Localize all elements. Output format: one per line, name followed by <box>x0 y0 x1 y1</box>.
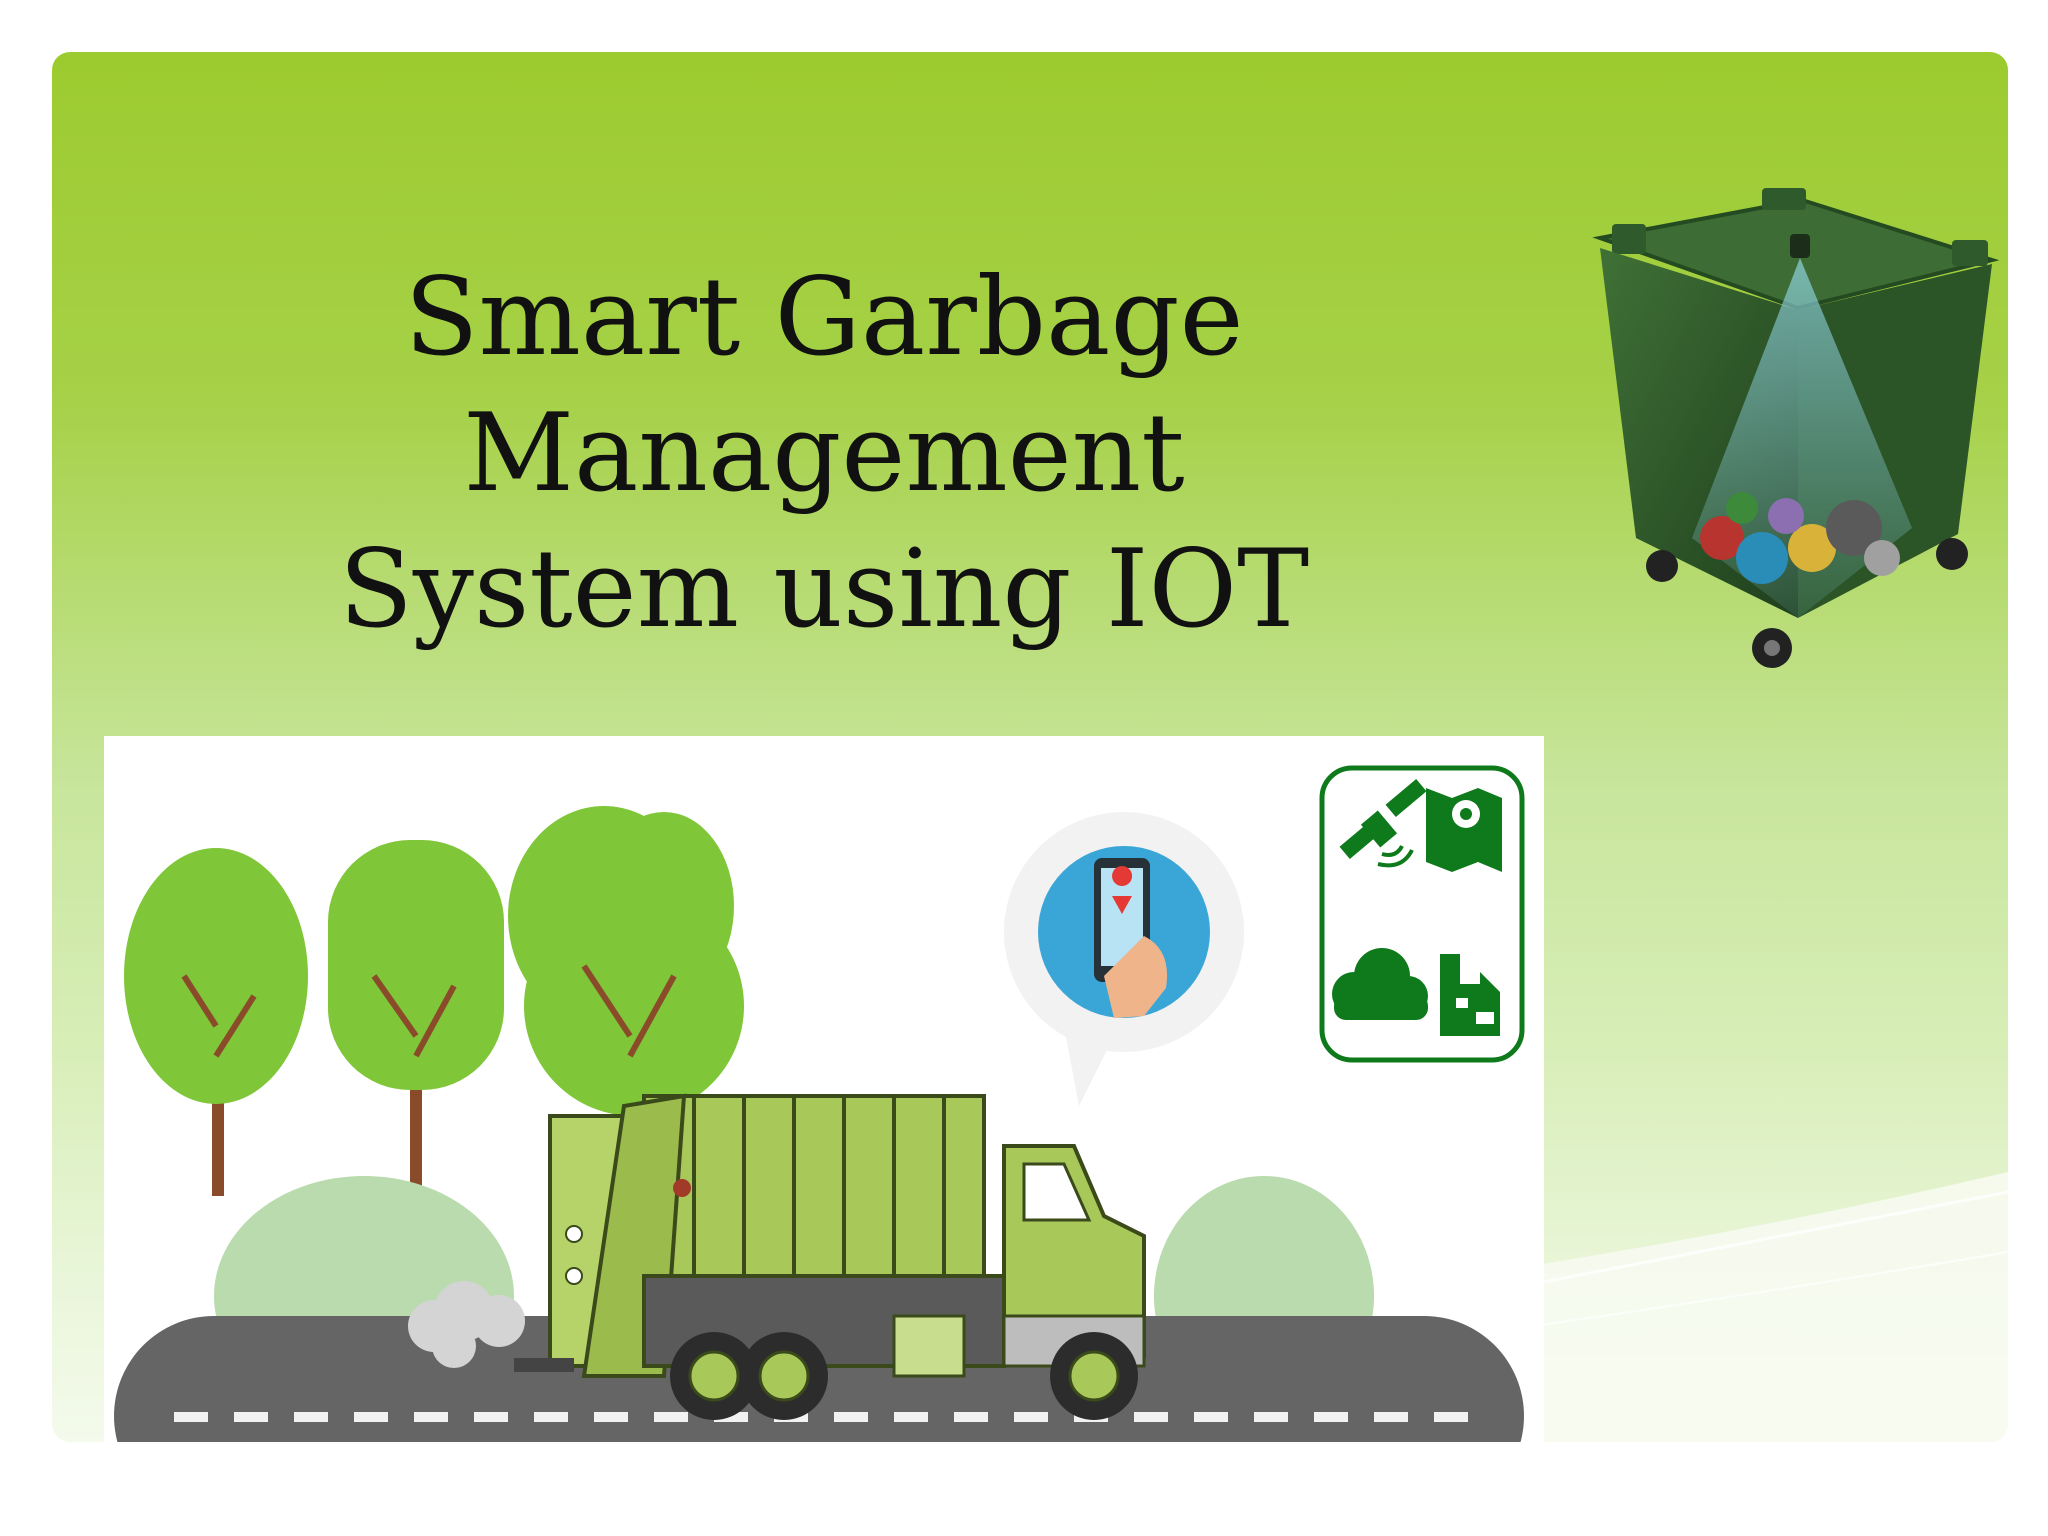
garbage-truck-illustration <box>104 736 1544 1442</box>
background-swoosh <box>1491 1172 2008 1442</box>
exhaust-smoke <box>408 1281 525 1368</box>
title-line-2: System using IOT <box>338 527 1310 652</box>
slide-title: Smart Garbage Management System using IO… <box>104 250 1544 658</box>
trees <box>124 806 744 1206</box>
slide: Smart Garbage Management System using IO… <box>52 52 2008 1442</box>
smart-bin-image <box>1592 188 2000 668</box>
phone-location-icon <box>1094 858 1168 1018</box>
map-pin-icon <box>1426 788 1502 872</box>
satellite-icon <box>1339 779 1427 868</box>
building-icon <box>1440 954 1500 1036</box>
garbage-truck <box>514 1093 1146 1420</box>
cloud-icon <box>1332 948 1428 1020</box>
title-line-1: Smart Garbage Management <box>404 255 1244 516</box>
iot-icon-panel <box>1319 765 1525 1063</box>
phone-location-bubble <box>1004 812 1244 1106</box>
